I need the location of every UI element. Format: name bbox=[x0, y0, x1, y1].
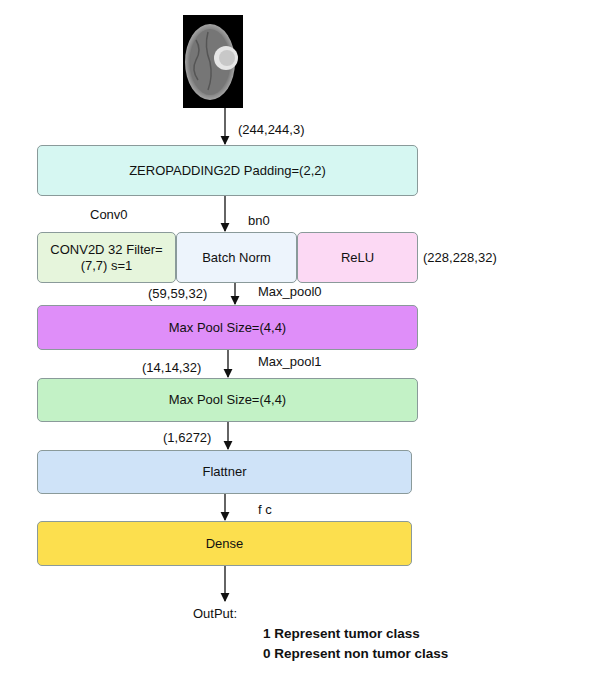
maxpool-box: Max Pool Size=(4,4) bbox=[37, 378, 418, 422]
batchnorm-box: Batch Norm bbox=[176, 232, 297, 283]
layer-name: f c bbox=[258, 502, 272, 518]
node-text: Max Pool Size=(4,4) bbox=[169, 392, 286, 408]
flow-arrow bbox=[227, 422, 228, 449]
flow-arrow bbox=[224, 494, 225, 520]
output-note: 1 Represent tumor class bbox=[263, 626, 420, 642]
flow-arrow bbox=[234, 283, 235, 304]
node-text: Max Pool Size=(4,4) bbox=[169, 320, 286, 336]
maxpool-box: Max Pool Size=(4,4) bbox=[37, 305, 418, 350]
layer-name: Conv0 bbox=[90, 207, 128, 223]
output-note: 0 Represent non tumor class bbox=[263, 646, 448, 662]
shape-label: (1,6272) bbox=[163, 430, 211, 446]
node-text: Dense bbox=[206, 536, 244, 552]
flow-arrow bbox=[224, 196, 225, 231]
shape-label: (228,228,32) bbox=[423, 250, 497, 266]
node-text: Flattner bbox=[202, 464, 246, 480]
flatten-box: Flattner bbox=[37, 450, 412, 494]
node-text: Batch Norm bbox=[202, 250, 271, 266]
input-arrow bbox=[224, 108, 225, 144]
conv-box: CONV2D 32 Filter=(7,7) s=1 bbox=[37, 232, 176, 283]
mri-image bbox=[183, 15, 243, 108]
node-text: ReLU bbox=[341, 250, 374, 266]
layer-name: bn0 bbox=[248, 213, 270, 229]
output-label: OutPut: bbox=[193, 606, 237, 622]
dense-box: Dense bbox=[37, 521, 412, 566]
layer-name: Max_pool1 bbox=[258, 354, 322, 370]
node-text: CONV2D 32 Filter=(7,7) s=1 bbox=[50, 242, 163, 274]
node-text: ZEROPADDING2D Padding=(2,2) bbox=[129, 163, 326, 179]
flow-arrow bbox=[227, 350, 228, 377]
shape-label: (244,244,3) bbox=[238, 122, 305, 138]
shape-label: (59,59,32) bbox=[148, 286, 207, 302]
layer-box: ZEROPADDING2D Padding=(2,2) bbox=[37, 145, 418, 196]
output-arrow bbox=[224, 566, 225, 601]
layer-name: Max_pool0 bbox=[258, 284, 322, 300]
shape-label: (14,14,32) bbox=[142, 360, 201, 376]
relu-box: ReLU bbox=[297, 232, 418, 283]
